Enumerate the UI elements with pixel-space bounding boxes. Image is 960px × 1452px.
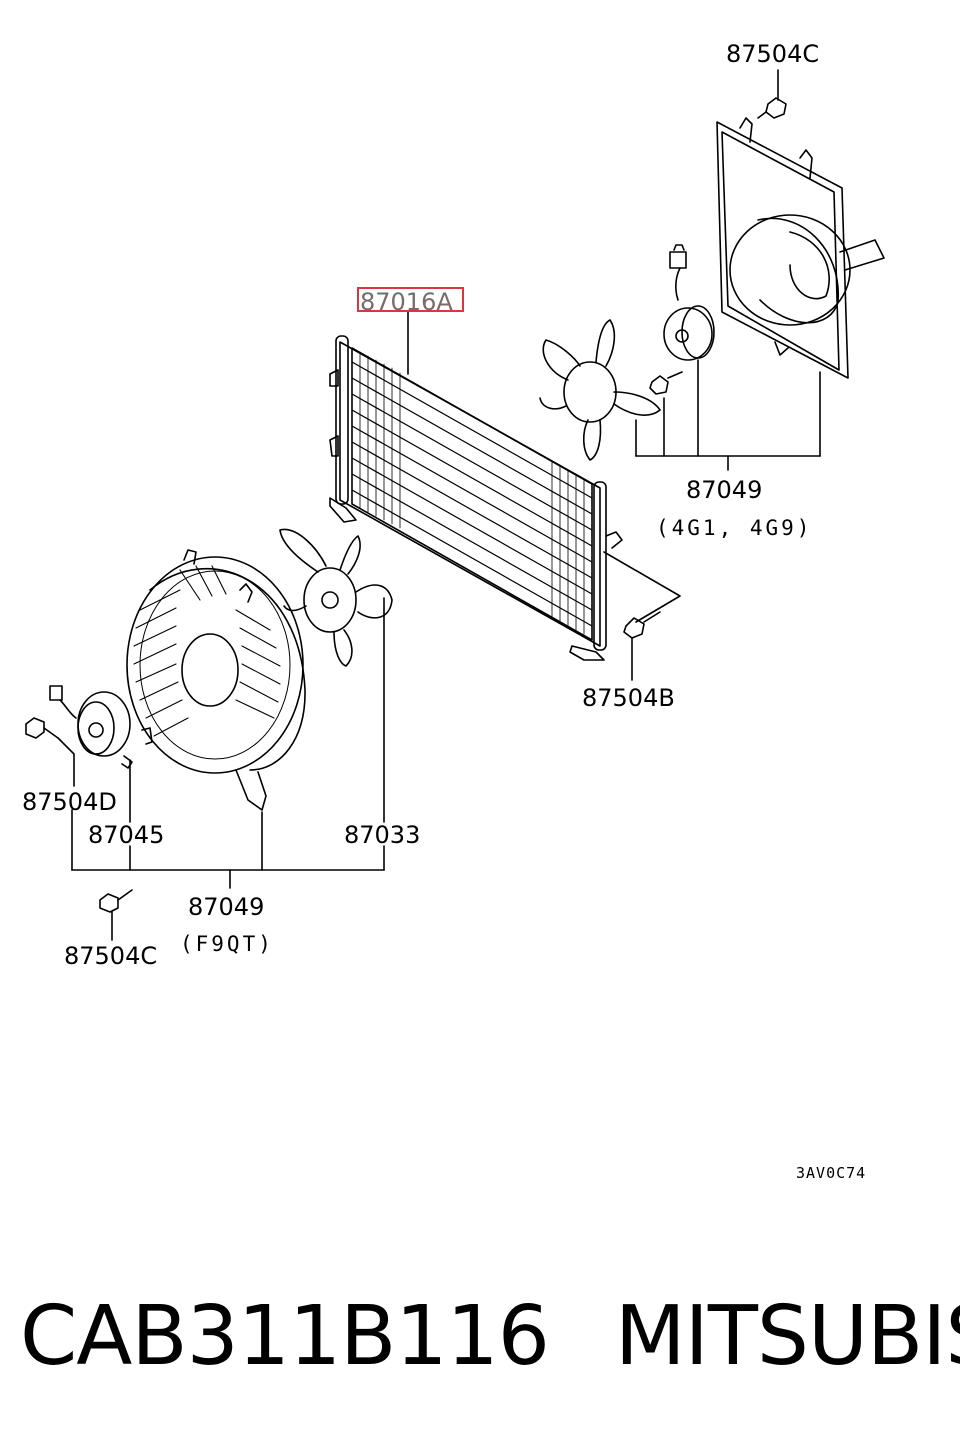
condenser-87016a xyxy=(329,311,623,661)
label-87049-left-note: (F9QT) xyxy=(180,932,274,956)
footer-caption: CAB311B116MITSUBISHI xyxy=(20,1296,960,1378)
part-number: CAB311B116 xyxy=(20,1289,550,1384)
bolt-87504b xyxy=(603,551,681,681)
label-87049-right[interactable]: 87049 xyxy=(686,476,763,504)
bolt-87504d xyxy=(25,717,75,787)
label-87049-right-note: (4G1, 4G9) xyxy=(656,516,813,540)
bracket-87049-left xyxy=(71,809,385,889)
fan-left-87033 xyxy=(279,528,393,823)
label-87049-left[interactable]: 87049 xyxy=(188,893,265,921)
motor-left-87045 xyxy=(49,685,133,823)
label-87504d[interactable]: 87504D xyxy=(22,788,117,816)
label-87504c-top[interactable]: 87504C xyxy=(726,40,820,68)
drawing-code: 3AV0C74 xyxy=(796,1164,867,1182)
bolt-top-87504c xyxy=(757,69,787,119)
highlight-box-87016a xyxy=(357,287,464,312)
shroud-right xyxy=(716,117,885,379)
motor-right xyxy=(663,244,715,361)
brand-name: MITSUBISHI xyxy=(614,1289,960,1384)
label-87033[interactable]: 87033 xyxy=(344,821,421,849)
label-87045[interactable]: 87045 xyxy=(88,821,165,849)
label-87504c-bottom[interactable]: 87504C xyxy=(64,942,158,970)
bolt-bottom-87504c xyxy=(99,889,133,941)
label-87504b[interactable]: 87504B xyxy=(582,684,675,712)
fan-right xyxy=(539,319,683,461)
shroud-left xyxy=(126,549,306,811)
label-87016a[interactable]: 87016A xyxy=(360,288,453,316)
bracket-87049-right xyxy=(635,359,821,471)
